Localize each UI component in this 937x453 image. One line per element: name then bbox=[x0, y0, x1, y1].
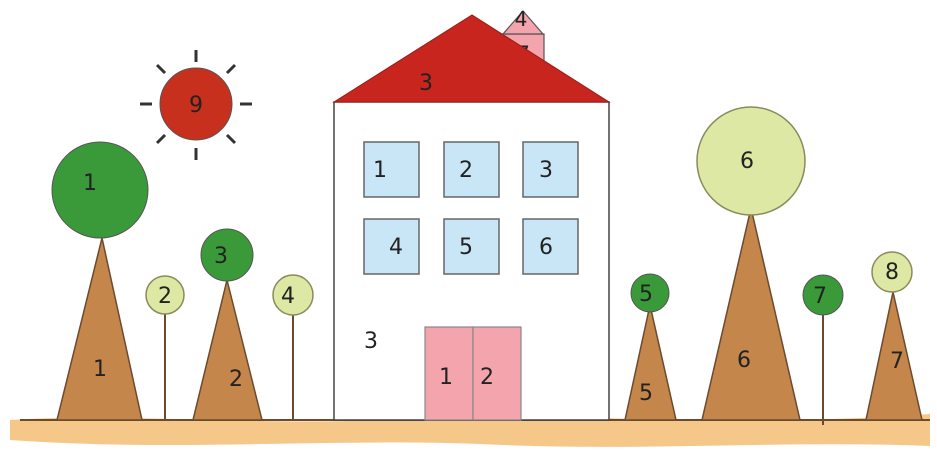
crown-6-label: 6 bbox=[740, 149, 754, 174]
tree-8: 7 8 bbox=[865, 251, 923, 421]
trunk-1 bbox=[56, 237, 143, 421]
crown-2 bbox=[145, 275, 185, 315]
tree-4: 4 bbox=[272, 274, 314, 420]
window-3-label: 3 bbox=[539, 158, 553, 183]
roof-label: 3 bbox=[419, 71, 433, 96]
window-3 bbox=[522, 141, 579, 198]
trunk-5 bbox=[624, 304, 677, 421]
sun-disc bbox=[159, 67, 233, 141]
tree-2: 2 bbox=[145, 275, 185, 420]
window-5 bbox=[443, 218, 500, 275]
crown-5 bbox=[630, 273, 670, 313]
door-1-label: 1 bbox=[439, 365, 453, 390]
building: 3 7 3 4 1 2 3 4 5 6 1 2 bbox=[332, 7, 611, 421]
window-2 bbox=[443, 141, 500, 198]
trunk-7 bbox=[865, 291, 923, 421]
trunk-2 bbox=[192, 279, 263, 421]
trunk-6 bbox=[701, 207, 801, 421]
tree-3: 2 3 bbox=[192, 228, 263, 421]
trunk-1-label: 1 bbox=[93, 357, 107, 382]
window-1 bbox=[363, 141, 420, 198]
trunk-7-label: 7 bbox=[890, 349, 904, 374]
crown-1-label: 1 bbox=[83, 171, 97, 196]
trunk-6-label: 6 bbox=[737, 348, 751, 373]
window-4 bbox=[363, 218, 420, 275]
crown-8-label: 8 bbox=[885, 260, 899, 285]
crown-5-label: 5 bbox=[639, 282, 653, 307]
window-1-label: 1 bbox=[373, 158, 387, 183]
sun: 9 bbox=[140, 50, 252, 160]
crown-2-label: 2 bbox=[158, 284, 172, 309]
chimney-top-label: 4 bbox=[515, 7, 528, 31]
window-5-label: 5 bbox=[459, 235, 473, 260]
crown-7 bbox=[802, 274, 844, 316]
trunk-5-label: 5 bbox=[639, 381, 653, 406]
crown-7-label: 7 bbox=[813, 284, 827, 309]
crown-4 bbox=[272, 274, 314, 316]
ground bbox=[10, 414, 930, 447]
tree-5: 5 5 bbox=[624, 273, 677, 421]
roof bbox=[332, 14, 611, 103]
crown-3-label: 3 bbox=[214, 244, 228, 269]
crown-4-label: 4 bbox=[281, 284, 295, 309]
window-6-label: 6 bbox=[539, 235, 553, 260]
window-6 bbox=[522, 218, 579, 275]
window-2-label: 2 bbox=[459, 158, 473, 183]
door-2 bbox=[472, 326, 522, 421]
door-1 bbox=[424, 326, 474, 421]
tree-6: 6 6 bbox=[696, 106, 806, 421]
crown-1 bbox=[51, 141, 149, 239]
tree-1: 1 1 bbox=[51, 141, 149, 421]
crown-8 bbox=[871, 251, 913, 293]
window-4-label: 4 bbox=[389, 235, 403, 260]
sun-label: 9 bbox=[189, 93, 203, 118]
building-wall-label: 3 bbox=[364, 329, 378, 354]
tree-7: 7 bbox=[802, 274, 844, 425]
crown-6 bbox=[696, 106, 806, 216]
trunk-2-label: 2 bbox=[229, 367, 243, 392]
door-2-label: 2 bbox=[480, 365, 494, 390]
crown-3 bbox=[200, 228, 254, 282]
chimney-top bbox=[501, 10, 545, 35]
